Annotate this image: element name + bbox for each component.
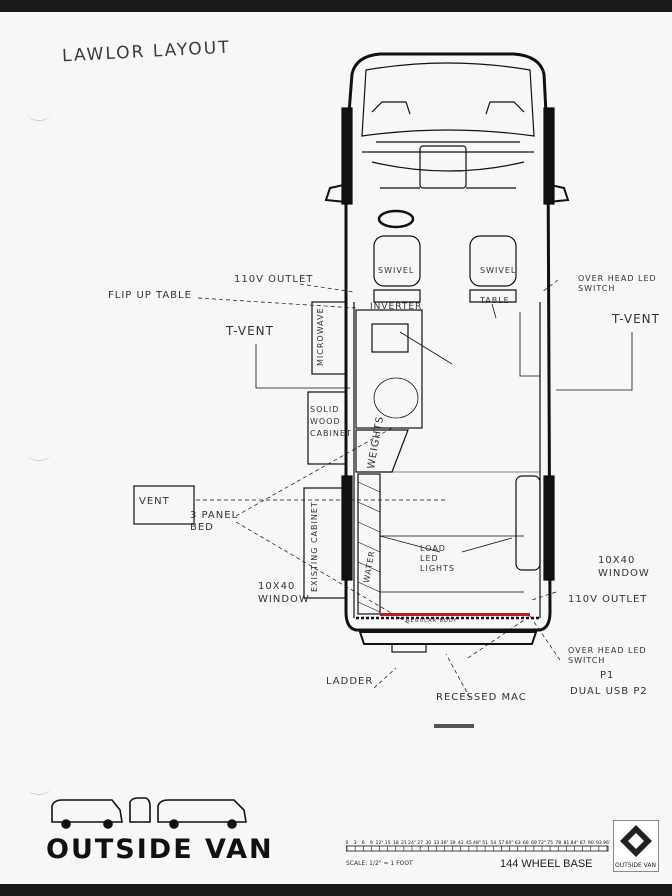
- punch-hole: [28, 108, 50, 121]
- scale-tick-label: 66: [523, 840, 529, 846]
- wheel-well-right: [543, 475, 555, 581]
- scale-tick-label: 27: [417, 840, 423, 846]
- label-outlet-bottom: 110V OUTLET: [568, 594, 648, 605]
- scale-tick-label: 9: [370, 840, 373, 846]
- scale-tick-label: 96": [603, 840, 610, 846]
- scale-tick-label: 81: [563, 840, 569, 846]
- label-switch-bottom: OVER HEAD LED SWITCH: [568, 646, 647, 665]
- label-recessed-mac: RECESSED MAC: [436, 692, 527, 703]
- diamond-logo-icon: [620, 825, 652, 857]
- scale-tick-label: 30: [425, 840, 431, 846]
- wheel-well-left: [341, 475, 353, 581]
- scale-tick-label: 39: [450, 840, 456, 846]
- scale-tick-label: 3: [354, 840, 357, 846]
- scale-tick-label: 60": [506, 840, 514, 846]
- label-3-panel-bed: 3 PANEL BED: [190, 510, 239, 533]
- scale-tick-label: 12": [376, 840, 384, 846]
- label-t-vent-right: T-VENT: [612, 312, 660, 326]
- scale-tick-label: 6: [362, 840, 365, 846]
- scale-tick-label: 51: [482, 840, 488, 846]
- scale-tick-label: 45: [466, 840, 472, 846]
- scale-tick-label: 72": [538, 840, 546, 846]
- label-outlet-top: 110V OUTLET: [234, 274, 314, 285]
- label-flip-table: FLIP UP TABLE: [108, 290, 192, 301]
- scale-tick-label: 15: [385, 840, 391, 846]
- scale-tick-label: 63: [515, 840, 521, 846]
- label-existing-cabinet: EXISTING CABINET: [310, 501, 319, 592]
- scale-tick-label: 48": [473, 840, 481, 846]
- scale-tick-label: 78: [555, 840, 561, 846]
- label-regular-body: REGULAR BODY: [406, 618, 458, 624]
- scale-tick-label: 42: [458, 840, 464, 846]
- brand-mark-text: OUTSIDE VAN: [615, 862, 656, 869]
- scale-tick-label: 21: [401, 840, 407, 846]
- drawing-sheet: LAWLOR LAYOUT: [0, 12, 672, 884]
- brand-logo: OUTSIDE VAN: [46, 834, 274, 865]
- scale-tick-label: 57: [498, 840, 504, 846]
- logo-vans-illustration: [51, 797, 247, 829]
- label-ladder: LADDER: [326, 676, 374, 687]
- label-vent: VENT: [139, 496, 170, 507]
- label-p1: P1: [600, 670, 615, 681]
- scale-tick-label: 84": [571, 840, 579, 846]
- label-swivel-right: SWIVEL: [480, 266, 517, 275]
- label-swivel-left: SWIVEL: [378, 266, 415, 275]
- punch-hole: [28, 782, 50, 795]
- steering-wheel: [377, 209, 415, 229]
- van-floor-plan: [133, 52, 633, 728]
- scale-tick-label: 69: [531, 840, 537, 846]
- seat-right: [469, 235, 517, 287]
- scale-tick-label: 75: [547, 840, 553, 846]
- punch-hole: [28, 448, 50, 461]
- scale-tick-label: 87: [580, 840, 586, 846]
- label-window-left: 10X40 WINDOW: [258, 581, 310, 605]
- wheelbase-label: 144 WHEEL BASE: [500, 858, 593, 870]
- scale-tick-label: 24": [408, 840, 416, 846]
- scale-tick-label: 54: [490, 840, 496, 846]
- label-inverter: INVERTER: [370, 302, 423, 312]
- label-switch-top: OVER HEAD LED SWITCH: [578, 274, 657, 293]
- label-table: TABLE: [480, 296, 510, 305]
- scale-tick-label: 0: [346, 840, 349, 846]
- van-outline: [344, 52, 552, 632]
- scale-tick-label: 36": [441, 840, 449, 846]
- scale-tick-label: 18: [393, 840, 399, 846]
- scale-tick-label: 90: [588, 840, 594, 846]
- label-microwave: MICROWAVE: [316, 307, 325, 366]
- brand-mark: [613, 820, 659, 872]
- scale-tick-label: 93: [596, 840, 602, 846]
- inverter-cabinet: [355, 309, 423, 429]
- bed-panel: [515, 475, 541, 571]
- label-load-led: LOAD LED LIGHTS: [420, 544, 455, 573]
- label-dual-usb: DUAL USB P2: [570, 686, 648, 697]
- scale-tick-label: 33: [433, 840, 439, 846]
- label-solid-wood: SOLID WOOD CABINET: [310, 405, 352, 438]
- scale-caption: SCALE: 1/2" = 1 FOOT: [346, 860, 413, 867]
- seat-left: [373, 235, 421, 287]
- label-window-right: 10X40 WINDOW: [598, 555, 650, 579]
- label-t-vent-left: T-VENT: [226, 324, 274, 338]
